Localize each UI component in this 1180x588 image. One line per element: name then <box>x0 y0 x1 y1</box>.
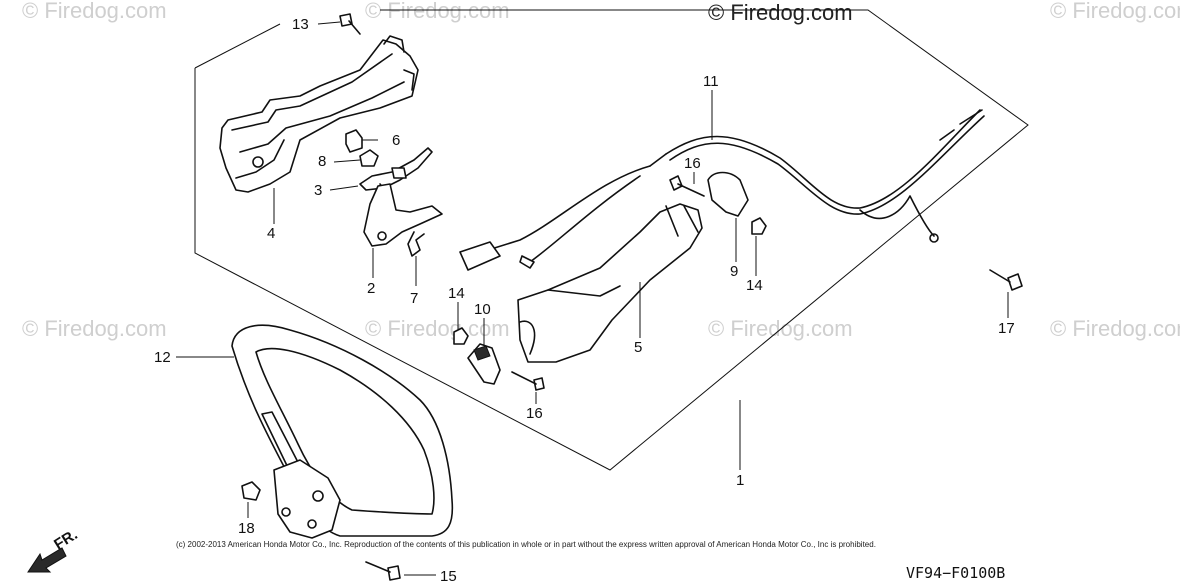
grip-housing-5 <box>517 203 703 363</box>
callout-17: 17 <box>998 320 1015 337</box>
callout-5: 5 <box>634 339 642 356</box>
watermark-top-center: © Firedog.com <box>708 0 853 25</box>
callout-11: 11 <box>703 73 719 90</box>
loop-handle-12 <box>231 324 454 539</box>
spring-7 <box>407 231 425 257</box>
callout-8: 8 <box>318 153 326 170</box>
clamp-10 <box>467 343 501 385</box>
callout-14-right: 14 <box>746 277 763 294</box>
callout-15: 15 <box>440 568 457 585</box>
watermark-top-mid: © Firedog.com <box>365 0 510 23</box>
callout-1: 1 <box>736 472 744 489</box>
watermark-mid-center-right: © Firedog.com <box>708 316 853 341</box>
upper-handle-housing <box>219 35 419 193</box>
nut-18 <box>241 481 261 501</box>
leader-lines <box>176 21 1009 576</box>
nut-14-left <box>453 327 469 345</box>
clip-6 <box>345 129 363 153</box>
throttle-cable-11 <box>459 109 985 271</box>
direction-label: FR. <box>51 526 81 553</box>
callout-7: 7 <box>410 290 418 307</box>
watermark-mid-right: © Firedog.com <box>1050 316 1180 341</box>
bolt-17 <box>989 269 1023 291</box>
callout-9: 9 <box>730 263 738 280</box>
callout-18: 18 <box>238 520 255 537</box>
callout-4: 4 <box>267 225 275 242</box>
callout-16-upper: 16 <box>684 155 701 172</box>
throttle-lever-2 <box>363 183 443 247</box>
callout-2: 2 <box>367 280 375 297</box>
assembly-boundary <box>194 9 1029 471</box>
band-clamp-9 <box>707 171 749 217</box>
watermark-mid-left: © Firedog.com <box>22 316 167 341</box>
watermark-top-left: © Firedog.com <box>22 0 167 23</box>
callouts: 13 6 8 3 4 2 7 11 16 9 14 17 14 10 5 16 … <box>154 16 1015 585</box>
arrow-icon <box>27 547 67 573</box>
screw-13 <box>339 13 361 35</box>
copyright-notice: (c) 2002-2013 American Honda Motor Co., … <box>176 540 876 549</box>
bolt-16-lower <box>511 371 545 391</box>
assembly-boundary-corner <box>194 23 281 69</box>
bolt-15 <box>365 561 401 581</box>
callout-14-left: 14 <box>448 285 465 302</box>
watermark-top-right: © Firedog.com <box>1050 0 1180 23</box>
bolt-16-upper <box>669 175 705 197</box>
front-direction-arrow: FR. <box>27 526 81 573</box>
watermark-mid-center-left: © Firedog.com <box>365 316 510 341</box>
nut-14-right <box>751 217 767 235</box>
callout-6: 6 <box>392 132 400 149</box>
spring-8 <box>359 149 379 167</box>
callout-16-lower: 16 <box>526 405 543 422</box>
callout-10: 10 <box>474 301 491 318</box>
callout-3: 3 <box>314 182 322 199</box>
callout-13: 13 <box>292 16 309 33</box>
diagram-code: VF94−F0100B <box>906 564 1005 582</box>
callout-12: 12 <box>154 349 171 366</box>
